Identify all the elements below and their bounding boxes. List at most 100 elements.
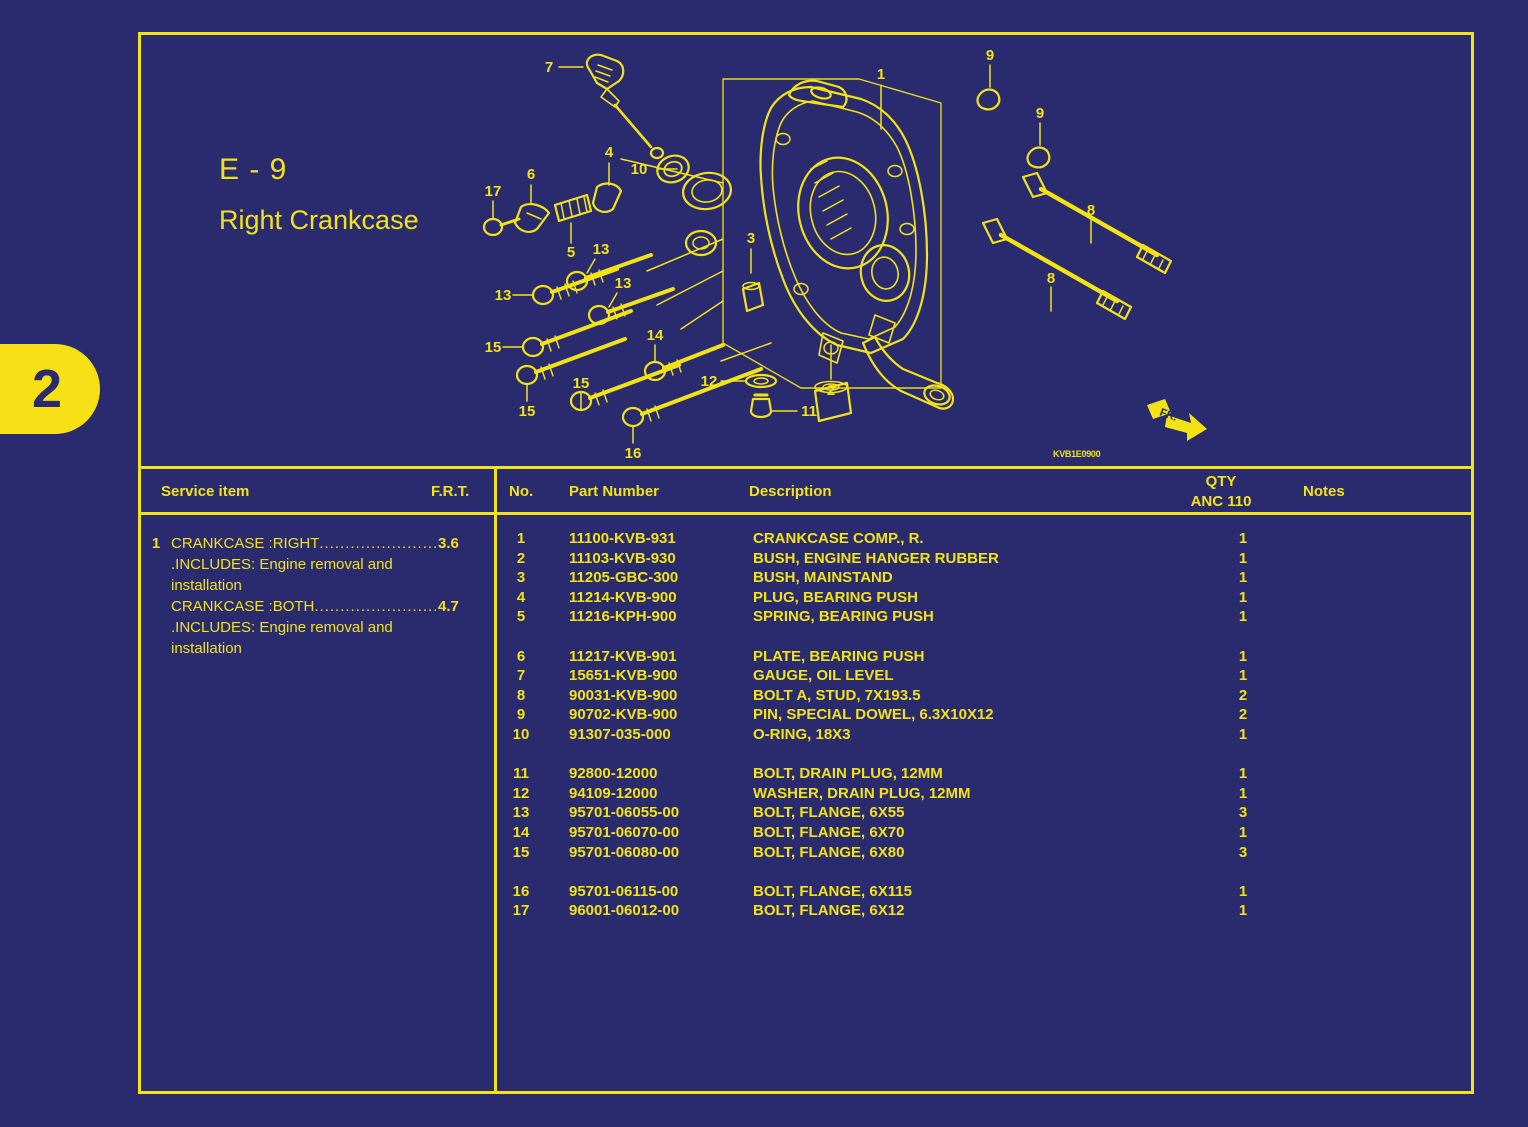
cell-no: 9 — [516, 706, 526, 724]
cell-part-number: 11205-GBC-300 — [569, 569, 679, 587]
cell-notes — [1333, 647, 1471, 667]
svg-text:4: 4 — [605, 144, 614, 161]
table-row[interactable]: 16 95701-06115-00 BOLT, FLANGE, 6X115 1 — [497, 882, 1471, 902]
cell-no: 3 — [516, 569, 526, 587]
svg-text:15: 15 — [573, 375, 590, 392]
cell-description: BOLT, FLANGE, 6X80 — [753, 843, 905, 861]
svg-text:17: 17 — [485, 183, 502, 200]
table-row[interactable]: 12 94109-12000 WASHER, DRAIN PLUG, 12MM … — [497, 784, 1471, 804]
svg-text:13: 13 — [615, 275, 632, 292]
service-row-name: CRANKCASE :RIGHT........................ — [171, 533, 438, 554]
cell-notes — [1333, 686, 1471, 706]
cell-no: 10 — [512, 725, 530, 743]
section-code: E - 9 — [219, 153, 288, 186]
service-row-note: installation — [141, 638, 494, 659]
cell-no: 16 — [512, 882, 530, 900]
parts-list-table: No. Part Number Description QTY ANC 110 … — [497, 469, 1471, 1091]
svg-text:16: 16 — [625, 445, 642, 462]
table-row[interactable]: 5 11216-KPH-900 SPRING, BEARING PUSH 1 — [497, 607, 1471, 627]
cell-notes — [1333, 764, 1471, 784]
header-part-number: Part Number — [569, 483, 660, 500]
cell-notes — [1333, 901, 1471, 921]
svg-text:5: 5 — [567, 244, 575, 261]
cell-part-number: 90031-KVB-900 — [569, 686, 678, 704]
cell-description: SPRING, BEARING PUSH — [753, 608, 934, 626]
service-row-name: CRANKCASE :BOTH........................ — [171, 598, 438, 615]
table-row[interactable]: 3 11205-GBC-300 BUSH, MAINSTAND 1 — [497, 568, 1471, 588]
service-note-line: .INCLUDES: Engine removal and — [171, 619, 393, 636]
service-row[interactable]: CRANKCASE :BOTH........................ … — [141, 596, 494, 617]
tables-region: Service item F.R.T. 1 CRANKCASE :RIGHT..… — [141, 469, 1471, 1091]
table-row[interactable]: 9 90702-KVB-900 PIN, SPECIAL DOWEL, 6.3X… — [497, 705, 1471, 725]
cell-qty: 1 — [1238, 647, 1248, 665]
cell-qty: 1 — [1238, 530, 1248, 547]
cell-part-number: 11214-KVB-900 — [569, 588, 677, 606]
cell-description: BOLT, FLANGE, 6X115 — [753, 882, 912, 900]
table-row[interactable]: 15 95701-06080-00 BOLT, FLANGE, 6X80 3 — [497, 843, 1471, 863]
cell-description: BOLT, FLANGE, 6X70 — [753, 823, 905, 841]
table-row[interactable]: 1 11100-KVB-931 CRANKCASE COMP., R. 1 — [497, 529, 1471, 549]
table-row[interactable]: 7 15651-KVB-900 GAUGE, OIL LEVEL 1 — [497, 666, 1471, 686]
service-note-line: installation — [171, 577, 242, 594]
cell-description: CRANKCASE COMP., R. — [753, 530, 924, 547]
svg-text:7: 7 — [545, 59, 553, 76]
svg-text:11: 11 — [801, 403, 817, 420]
cell-no: 5 — [516, 608, 526, 626]
table-row[interactable]: 11 92800-12000 BOLT, DRAIN PLUG, 12MM 1 — [497, 764, 1471, 784]
svg-text:15: 15 — [519, 403, 536, 420]
cell-description: BUSH, MAINSTAND — [753, 569, 893, 587]
cell-description: PIN, SPECIAL DOWEL, 6.3X10X12 — [753, 706, 994, 724]
cell-no: 6 — [516, 647, 526, 665]
svg-text:8: 8 — [1087, 202, 1095, 219]
table-row[interactable]: 2 11103-KVB-930 BUSH, ENGINE HANGER RUBB… — [497, 549, 1471, 569]
cell-notes — [1333, 725, 1471, 745]
cell-part-number: 11216-KPH-900 — [569, 608, 677, 626]
cell-notes — [1333, 529, 1471, 549]
svg-text:12: 12 — [701, 373, 718, 390]
header-qty-model: ANC 110 — [1190, 493, 1252, 510]
cell-qty: 2 — [1238, 686, 1248, 704]
service-row[interactable]: 1 CRANKCASE :RIGHT......................… — [141, 533, 494, 554]
cell-notes — [1333, 588, 1471, 608]
parts-table-body: 1 11100-KVB-931 CRANKCASE COMP., R. 1 2 … — [497, 515, 1471, 921]
table-row[interactable]: 8 90031-KVB-900 BOLT A, STUD, 7X193.5 2 — [497, 686, 1471, 706]
parts-table-header: No. Part Number Description QTY ANC 110 … — [497, 469, 1471, 515]
cell-description: GAUGE, OIL LEVEL — [753, 667, 894, 685]
service-row-note: installation — [141, 575, 494, 596]
service-note-line: installation — [171, 640, 242, 657]
service-row-no — [141, 596, 171, 617]
svg-text:9: 9 — [1036, 105, 1044, 122]
table-row[interactable]: 14 95701-06070-00 BOLT, FLANGE, 6X70 1 — [497, 823, 1471, 843]
table-row[interactable]: 4 11214-KVB-900 PLUG, BEARING PUSH 1 — [497, 588, 1471, 608]
cell-qty: 1 — [1238, 608, 1248, 626]
service-row-frt: 3.6 — [438, 535, 459, 552]
cell-qty: 1 — [1238, 667, 1248, 685]
drawing-id: KVB1E0900 — [1053, 449, 1101, 459]
service-row-note: .INCLUDES: Engine removal and — [141, 617, 494, 638]
svg-text:8: 8 — [1047, 270, 1055, 287]
cell-no: 4 — [516, 588, 526, 606]
header-service-item: Service item — [161, 483, 250, 500]
cell-notes — [1333, 705, 1471, 725]
table-row[interactable]: 10 91307-035-000 O-RING, 18X3 1 — [497, 725, 1471, 745]
svg-text:6: 6 — [527, 166, 535, 183]
table-row[interactable]: 13 95701-06055-00 BOLT, FLANGE, 6X55 3 — [497, 803, 1471, 823]
cell-no: 8 — [516, 686, 526, 704]
cell-qty: 1 — [1238, 784, 1248, 802]
service-row-note: .INCLUDES: Engine removal and — [141, 554, 494, 575]
table-row[interactable]: 17 96001-06012-00 BOLT, FLANGE, 6X12 1 — [497, 901, 1471, 921]
cell-no: 13 — [512, 804, 530, 822]
cell-part-number: 91307-035-000 — [569, 725, 671, 743]
svg-text:13: 13 — [495, 287, 512, 304]
cell-description: BOLT, FLANGE, 6X55 — [753, 804, 905, 822]
page-tab[interactable]: 2 — [0, 344, 100, 434]
cell-part-number: 90702-KVB-900 — [569, 706, 678, 724]
catalog-sheet: E - 9 Right Crankcase — [138, 32, 1474, 1094]
cell-notes — [1333, 823, 1471, 843]
cell-part-number: 11217-KVB-901 — [569, 647, 677, 665]
cell-no: 2 — [516, 549, 526, 567]
cell-part-number: 94109-12000 — [569, 784, 658, 802]
parts-group: 11 92800-12000 BOLT, DRAIN PLUG, 12MM 1 … — [497, 764, 1471, 862]
table-row[interactable]: 6 11217-KVB-901 PLATE, BEARING PUSH 1 — [497, 647, 1471, 667]
illustration-panel: E - 9 Right Crankcase — [141, 35, 1471, 469]
